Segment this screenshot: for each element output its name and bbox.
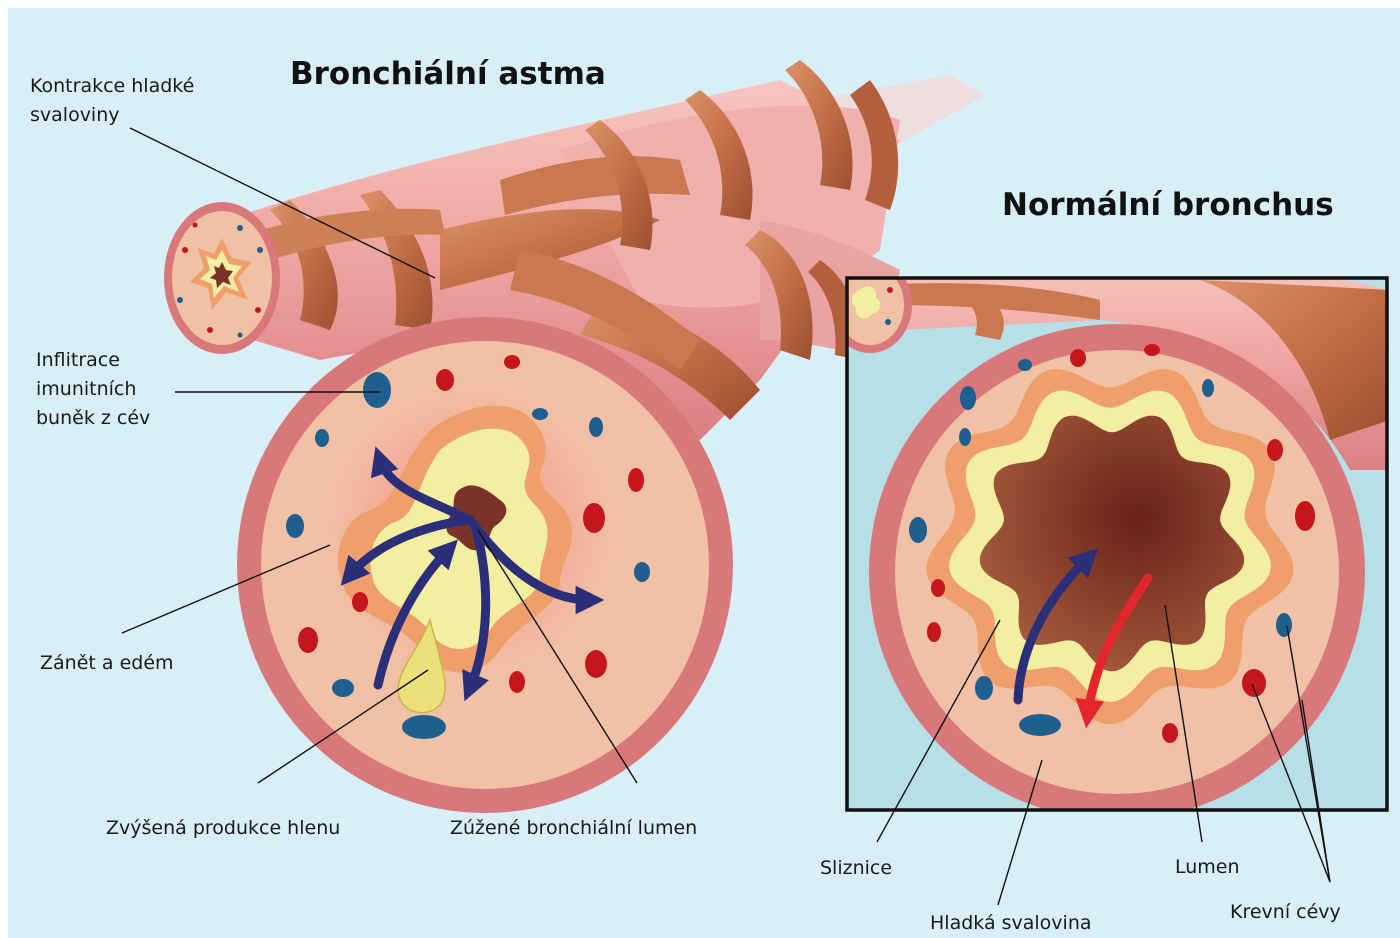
label-smooth-muscle: Hladká svalovina xyxy=(930,912,1092,934)
asthma-title: Bronchiální astma xyxy=(290,56,606,92)
normal-title: Normální bronchus xyxy=(1002,187,1334,223)
label-mucosa: Sliznice xyxy=(820,857,892,879)
label-immune-infiltration-line2: imunitních xyxy=(36,378,136,400)
label-narrowed-lumen: Zúžené bronchiální lumen xyxy=(450,817,697,839)
label-blood-vessels: Krevní cévy xyxy=(1230,901,1341,923)
label-inflammation: Zánět a edém xyxy=(40,652,174,674)
label-immune-infiltration-line3: buněk z cév xyxy=(36,407,150,429)
label-immune-infiltration-line1: Inflitrace xyxy=(36,349,120,371)
label-lumen: Lumen xyxy=(1175,856,1240,878)
small-cross-section xyxy=(164,202,280,354)
label-smooth-muscle-contraction-line2: svaloviny xyxy=(30,104,120,126)
label-mucus: Zvýšená produkce hlenu xyxy=(106,817,340,839)
label-smooth-muscle-contraction-line1: Kontrakce hladké xyxy=(30,75,194,97)
